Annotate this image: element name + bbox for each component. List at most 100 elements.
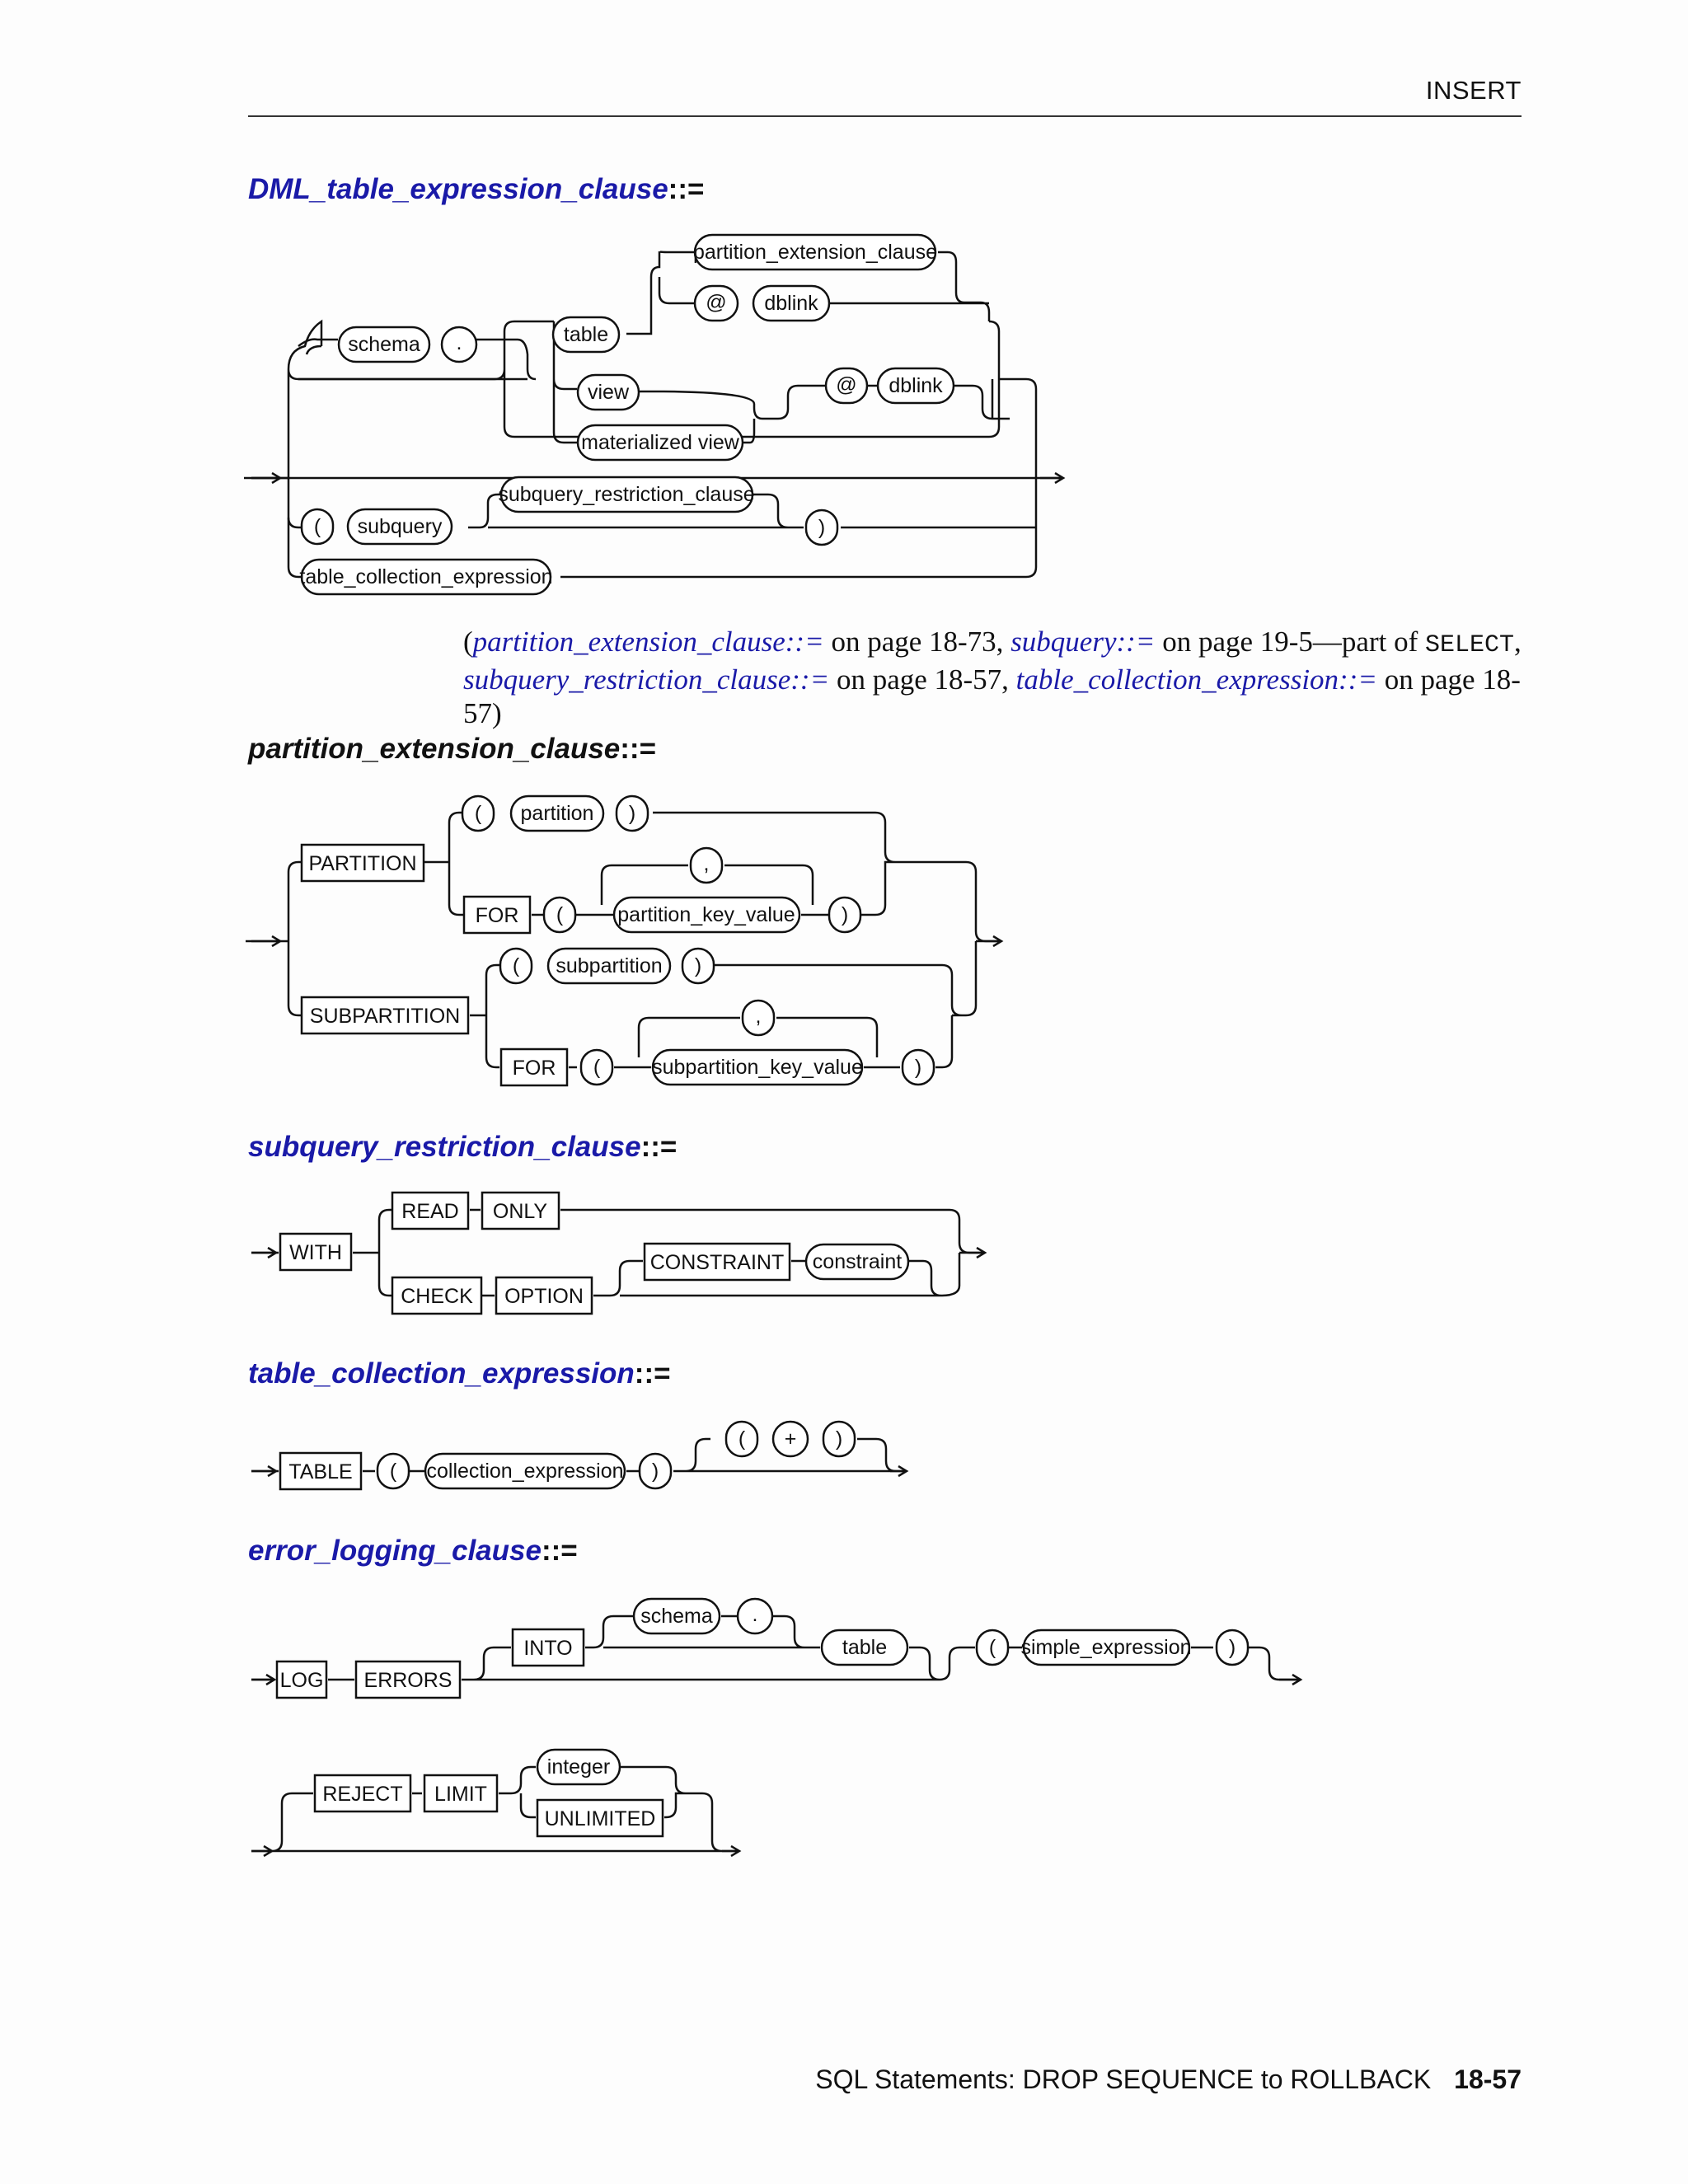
link-subquery[interactable]: subquery::= bbox=[1010, 626, 1156, 658]
svg-text:.: . bbox=[457, 331, 462, 354]
svg-text:schema: schema bbox=[640, 1605, 713, 1628]
oval-integer: integer bbox=[536, 1748, 621, 1786]
svg-text:subpartition: subpartition bbox=[556, 954, 662, 977]
elc-title-suffix: ::= bbox=[541, 1535, 578, 1567]
svg-text:): ) bbox=[836, 1427, 842, 1451]
oval-rparen-4: ) bbox=[681, 947, 715, 985]
box-table: TABLE bbox=[279, 1451, 363, 1491]
elc-section-title[interactable]: error_logging_clause::= bbox=[248, 1535, 578, 1568]
note-text-3: , bbox=[1514, 626, 1522, 658]
svg-text:): ) bbox=[629, 802, 635, 825]
oval-at-1: @ bbox=[693, 284, 739, 322]
svg-text:OPTION: OPTION bbox=[504, 1285, 584, 1308]
box-check: CHECK bbox=[391, 1276, 483, 1315]
svg-text:PARTITION: PARTITION bbox=[308, 852, 416, 875]
svg-text:): ) bbox=[1229, 1636, 1236, 1659]
oval-table: table bbox=[551, 316, 621, 354]
svg-text:collection_expression: collection_expression bbox=[426, 1460, 623, 1483]
svg-text:LOG: LOG bbox=[280, 1669, 324, 1692]
svg-text:dblink: dblink bbox=[889, 374, 943, 397]
dml-title-suffix: ::= bbox=[668, 173, 705, 205]
oval-lparen-7: ( bbox=[724, 1420, 759, 1458]
link-table-collection-expression[interactable]: table_collection_expression::= bbox=[1015, 663, 1377, 696]
box-option: OPTION bbox=[495, 1276, 593, 1315]
tce-title-text[interactable]: table_collection_expression bbox=[248, 1357, 635, 1390]
svg-text:): ) bbox=[695, 954, 701, 977]
svg-text:@: @ bbox=[836, 373, 856, 396]
svg-text:(: ( bbox=[475, 802, 482, 825]
elc-arrows bbox=[251, 1673, 1303, 1858]
svg-text:SUBPARTITION: SUBPARTITION bbox=[310, 1005, 460, 1028]
svg-text:CHECK: CHECK bbox=[401, 1285, 473, 1308]
box-partition: PARTITION bbox=[300, 843, 425, 883]
svg-text:.: . bbox=[753, 1603, 758, 1626]
box-with: WITH bbox=[279, 1232, 353, 1272]
svg-text:partition: partition bbox=[521, 802, 594, 825]
svg-text:(: ( bbox=[989, 1636, 996, 1659]
link-subquery-restriction-clause[interactable]: subquery_restriction_clause::= bbox=[463, 663, 830, 696]
svg-text:(: ( bbox=[738, 1427, 746, 1451]
oval-lparen-4: ( bbox=[499, 947, 533, 985]
svg-text:INTO: INTO bbox=[523, 1637, 572, 1660]
svg-text:table_collection_expression: table_collection_expression bbox=[299, 565, 552, 588]
tce-section-title[interactable]: table_collection_expression::= bbox=[248, 1357, 671, 1390]
svg-text:subquery: subquery bbox=[358, 515, 443, 538]
link-partition-extension-clause[interactable]: partition_extension_clause::= bbox=[472, 626, 824, 658]
elc-title-text[interactable]: error_logging_clause bbox=[248, 1535, 542, 1567]
oval-at-2: @ bbox=[824, 367, 869, 405]
box-unlimited: UNLIMITED bbox=[536, 1798, 664, 1838]
oval-partition: partition bbox=[509, 794, 605, 832]
svg-text:(: ( bbox=[314, 515, 321, 538]
oval-lparen-8: ( bbox=[975, 1629, 1010, 1666]
svg-text:materialized view: materialized view bbox=[581, 431, 740, 454]
svg-text:integer: integer bbox=[547, 1755, 610, 1779]
dml-title-text[interactable]: DML_table_expression_clause bbox=[248, 173, 668, 205]
oval-rparen-2: ) bbox=[615, 794, 649, 832]
svg-text:READ: READ bbox=[401, 1200, 458, 1223]
svg-text:TABLE: TABLE bbox=[288, 1460, 352, 1483]
oval-constraint: constraint bbox=[804, 1243, 910, 1281]
oval-lparen-3: ( bbox=[542, 896, 577, 934]
svg-text:(: ( bbox=[556, 903, 564, 926]
oval-partition-key-value: partition_key_value bbox=[612, 896, 801, 934]
oval-materialized-view: materialized view bbox=[576, 424, 744, 462]
box-reject: REJECT bbox=[313, 1774, 412, 1813]
pec-arrows bbox=[246, 935, 1004, 948]
svg-text:,: , bbox=[704, 852, 710, 875]
oval-plus: + bbox=[771, 1420, 809, 1458]
pec-title-suffix: ::= bbox=[620, 733, 657, 765]
header-rule bbox=[248, 115, 1522, 117]
oval-subpartition: subpartition bbox=[546, 947, 672, 985]
box-for-1: FOR bbox=[462, 895, 532, 935]
oval-table-collection-expression: table_collection_expression bbox=[299, 558, 553, 596]
oval-collection-expression: collection_expression bbox=[424, 1452, 626, 1490]
svg-text:+: + bbox=[785, 1427, 797, 1451]
svg-text:partition_extension_clause: partition_extension_clause bbox=[693, 241, 937, 264]
oval-schema: schema bbox=[337, 326, 431, 363]
src-title-text[interactable]: subquery_restriction_clause bbox=[248, 1131, 641, 1163]
box-constraint-keyword: CONSTRAINT bbox=[643, 1242, 791, 1282]
dml-section-title[interactable]: DML_table_expression_clause::= bbox=[248, 173, 704, 206]
oval-subquery-restriction-clause: subquery_restriction_clause bbox=[498, 476, 755, 513]
oval-table-2: table bbox=[820, 1629, 909, 1666]
oval-subquery: subquery bbox=[346, 508, 453, 546]
oval-rparen-5: ) bbox=[901, 1048, 935, 1086]
note-text-2: on page 19-5—part of bbox=[1155, 626, 1425, 658]
page-footer: SQL Statements: DROP SEQUENCE to ROLLBAC… bbox=[815, 2064, 1522, 2095]
oval-dblink-1: dblink bbox=[752, 284, 831, 322]
cross-reference-note: (partition_extension_clause::= on page 1… bbox=[463, 625, 1535, 730]
svg-text:partition_key_value: partition_key_value bbox=[617, 903, 795, 926]
oval-rparen-7: ) bbox=[822, 1420, 856, 1458]
box-errors: ERRORS bbox=[354, 1660, 462, 1699]
svg-text:view: view bbox=[588, 381, 630, 404]
svg-text:table: table bbox=[842, 1636, 887, 1659]
svg-text:): ) bbox=[842, 903, 848, 926]
src-title-suffix: ::= bbox=[640, 1131, 678, 1163]
pec-section-title: partition_extension_clause::= bbox=[248, 733, 656, 766]
src-section-title[interactable]: subquery_restriction_clause::= bbox=[248, 1131, 677, 1164]
tce-arrows bbox=[251, 1465, 909, 1478]
oval-subpartition-key-value: subpartition_key_value bbox=[651, 1048, 864, 1086]
